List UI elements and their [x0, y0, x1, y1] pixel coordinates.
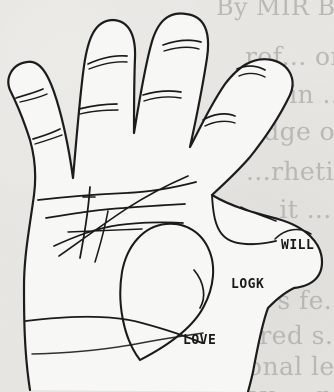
hand-outline: [8, 14, 322, 392]
